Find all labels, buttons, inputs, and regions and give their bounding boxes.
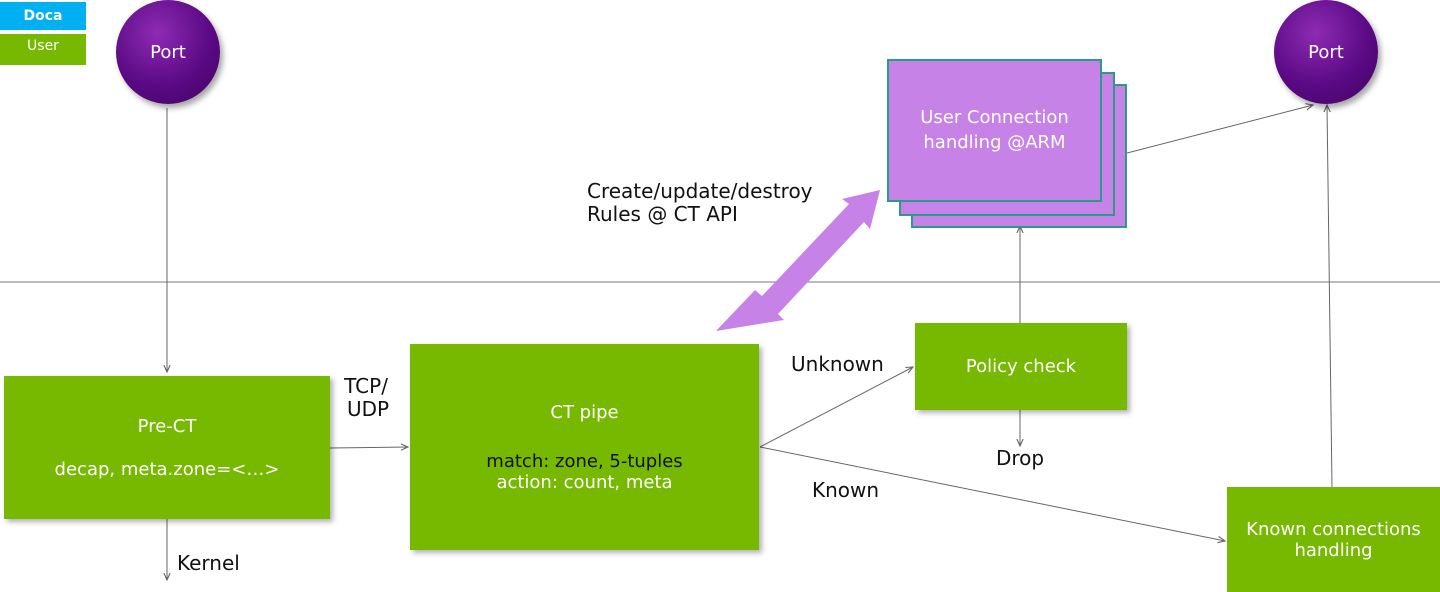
legend-user: User xyxy=(0,34,86,65)
ct-pipe-box: CT pipe match: zone, 5-tuples action: co… xyxy=(410,344,759,550)
ct-api-bidirectional-arrow xyxy=(716,190,880,331)
ct-api-label-line2: Rules @ CT API xyxy=(587,202,738,226)
udp-label: UDP xyxy=(347,397,390,421)
ct-api-label-line1: Create/update/destroy xyxy=(587,179,813,203)
pre-ct-detail: decap, meta.zone=<…> xyxy=(54,458,280,480)
port-right-node: Port xyxy=(1274,0,1378,104)
known-connections-box: Known connections handling xyxy=(1227,487,1440,592)
tcp-label: TCP/ xyxy=(344,374,388,398)
pre-ct-box: Pre-CT decap, meta.zone=<…> xyxy=(4,376,330,519)
edge-userconn-to-port xyxy=(1126,105,1313,154)
ct-pipe-match: match: zone, 5-tuples xyxy=(486,450,683,472)
policy-check-label: Policy check xyxy=(965,356,1077,377)
pre-ct-title: Pre-CT xyxy=(137,415,197,437)
policy-check-box: Policy check xyxy=(915,323,1127,410)
drop-label: Drop xyxy=(996,446,1045,470)
ct-pipe-title: CT pipe xyxy=(550,401,619,423)
tcp-udp-label: TCP/ UDP xyxy=(343,375,389,421)
ct-api-label: Create/update/destroy Rules @ CT API xyxy=(587,180,813,226)
user-connection-box: User Connection handling @ARM xyxy=(887,59,1102,202)
edge-known-to-port xyxy=(1327,105,1333,488)
edge-ctpipe-to-known xyxy=(759,446,1225,541)
port-right-label: Port xyxy=(1308,41,1344,63)
port-left-label: Port xyxy=(150,41,186,63)
known-connections-line1: Known connections xyxy=(1246,518,1421,540)
edge-prect-to-ctpipe xyxy=(329,447,408,448)
ct-pipe-action: action: count, meta xyxy=(496,471,673,493)
user-connection-line2: handling @ARM xyxy=(923,131,1066,153)
known-connections-line2: handling xyxy=(1294,539,1373,561)
kernel-label: Kernel xyxy=(177,551,240,575)
known-label: Known xyxy=(812,478,880,502)
legend-doca: Doca xyxy=(0,2,86,30)
unknown-label: Unknown xyxy=(791,352,884,376)
port-left-node: Port xyxy=(116,0,220,104)
user-connection-line1: User Connection xyxy=(920,107,1069,129)
edge-ctpipe-to-policy xyxy=(759,367,913,448)
